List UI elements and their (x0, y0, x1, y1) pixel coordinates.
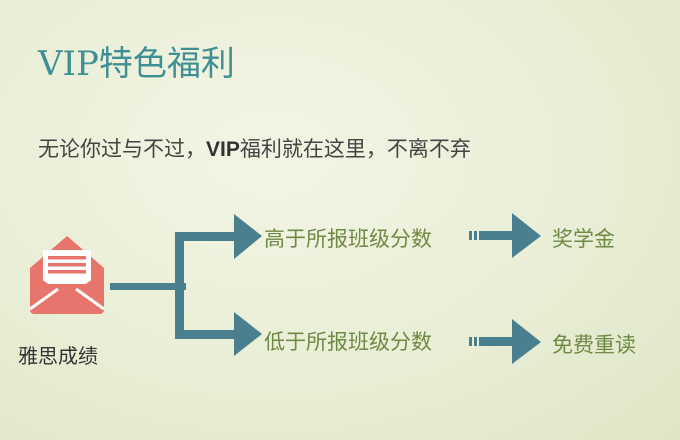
result-scholarship: 奖学金 (552, 227, 615, 251)
arrow-to-scholarship (469, 213, 541, 258)
subtitle-part-2: 福利就在这里，不离不弃 (239, 138, 471, 161)
arrow-to-low-condition (175, 312, 262, 356)
subtitle-bold: VIP (206, 138, 240, 161)
subtitle-part-1: 无论你过与不过， (38, 138, 206, 161)
condition-low: 低于所报班级分数 (264, 330, 432, 354)
arrow-to-free-retake (469, 319, 541, 364)
condition-high: 高于所报班级分数 (264, 227, 432, 251)
branch-connector (110, 232, 186, 339)
result-free-retake: 免费重读 (552, 333, 636, 357)
slide-title: VIP特色福利 (38, 44, 235, 84)
envelope-letter-icon (29, 236, 105, 314)
source-label: 雅思成绩 (18, 346, 98, 368)
arrow-to-high-condition (175, 214, 262, 259)
slide-subtitle: 无论你过与不过，VIP福利就在这里，不离不弃 (38, 133, 471, 163)
